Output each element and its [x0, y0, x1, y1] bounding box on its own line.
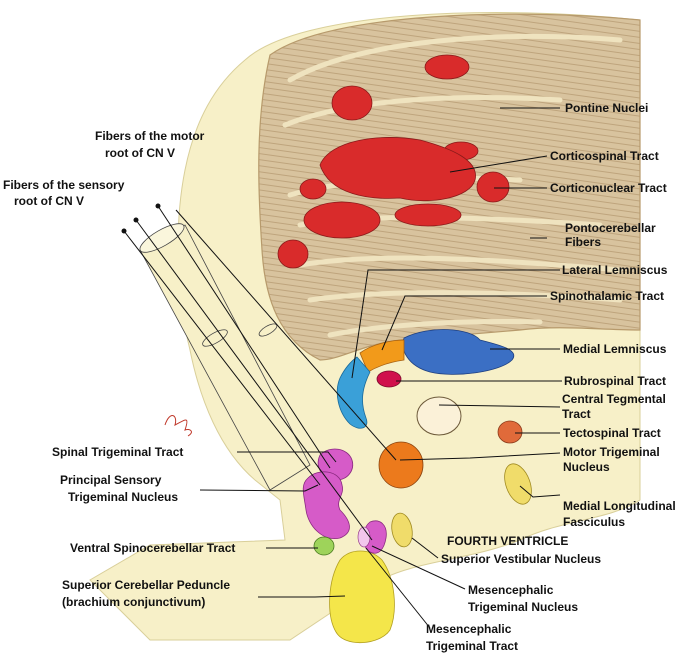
label-mes-tract-2: Trigeminal Tract: [426, 639, 518, 653]
label-spinothalamic: Spinothalamic Tract: [550, 289, 664, 303]
ct-bundle-7: [394, 203, 462, 227]
label-motor-trigeminal-1: Motor Trigeminal: [563, 445, 660, 459]
label-corticospinal: Corticospinal Tract: [550, 149, 659, 163]
ct-bundle-6: [303, 201, 381, 239]
label-ventral-spinocerebellar: Ventral Spinocerebellar Tract: [70, 541, 235, 555]
label-central-tegmental-1: Central Tegmental: [562, 392, 666, 406]
label-mes-nucleus-1: Mesencephalic: [468, 583, 554, 597]
label-central-tegmental-2: Tract: [562, 407, 591, 421]
label-tectospinal: Tectospinal Tract: [563, 426, 661, 440]
label-mlf-2: Fasciculus: [563, 515, 625, 529]
label-sensory-root-2: root of CN V: [14, 194, 84, 208]
spinothalamic-shape: [359, 339, 405, 373]
label-scp-2: (brachium conjunctivum): [62, 595, 205, 609]
label-scp-1: Superior Cerebellar Peduncle: [62, 578, 230, 592]
superior-vestibular-shape: [391, 512, 413, 548]
corticonuclear-bundle: [476, 171, 510, 203]
label-principal-sensory-2: Trigeminal Nucleus: [68, 490, 178, 504]
label-pontine-nuclei: Pontine Nuclei: [565, 101, 648, 115]
label-mlf-1: Medial Longitudinal: [563, 499, 676, 513]
label-rubrospinal: Rubrospinal Tract: [564, 374, 666, 388]
ct-bundle-1: [424, 54, 470, 80]
tectospinal-shape: [497, 420, 523, 444]
label-mes-tract-1: Mesencephalic: [426, 622, 512, 636]
leader-lines: [199, 107, 562, 629]
trigeminal-nerve-root: [121, 203, 397, 541]
label-mes-nucleus-2: Trigeminal Nucleus: [468, 600, 578, 614]
label-principal-sensory-1: Principal Sensory: [60, 473, 162, 487]
ct-bundle-8: [277, 239, 309, 269]
label-medial-lemniscus: Medial Lemniscus: [563, 342, 667, 356]
central-tegmental-shape: [416, 396, 462, 436]
ct-bundle-5: [299, 178, 327, 200]
label-lateral-lemniscus: Lateral Lemniscus: [562, 263, 668, 277]
principal-sensory-shape: [302, 471, 350, 539]
labels: Pontine Nuclei Corticospinal Tract Corti…: [3, 101, 676, 653]
label-superior-vestibular: Superior Vestibular Nucleus: [441, 552, 601, 566]
label-motor-trigeminal-2: Nucleus: [563, 460, 610, 474]
corticospinal-bundles: [277, 54, 510, 269]
lateral-lemniscus-shape: [336, 356, 371, 429]
label-spinal-trigeminal: Spinal Trigeminal Tract: [52, 445, 183, 459]
label-sensory-root-1: Fibers of the sensory: [3, 178, 125, 192]
label-pontocerebellar-2: Fibers: [565, 235, 601, 249]
mesencephalic-tract-shape: [357, 526, 371, 548]
ventral-spinocerebellar-shape: [313, 536, 335, 556]
label-fourth-ventricle: FOURTH VENTRICLE: [447, 534, 568, 548]
scp-shape: [329, 550, 395, 644]
label-pontocerebellar-1: Pontocerebellar: [565, 221, 656, 235]
ct-bundle-2: [331, 85, 373, 121]
label-motor-root-1: Fibers of the motor: [95, 129, 205, 143]
medial-lemniscus-shape: [402, 329, 515, 375]
artist-signature: [164, 415, 192, 437]
mlf-shape: [504, 463, 532, 505]
ct-bundle-main: [319, 137, 476, 202]
label-corticonuclear: Corticonuclear Tract: [550, 181, 667, 195]
label-motor-root-2: root of CN V: [105, 146, 175, 160]
rubrospinal-shape: [376, 370, 402, 388]
